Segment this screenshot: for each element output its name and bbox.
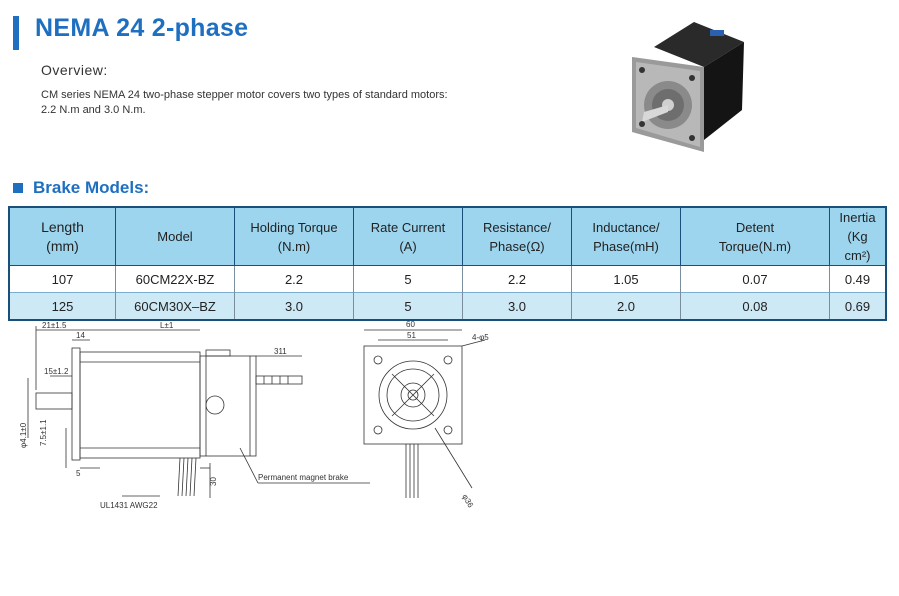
overview-line-1: CM series NEMA 24 two-phase stepper moto…: [41, 89, 448, 101]
overview-line-2: 2.2 N.m and 3.0 N.m.: [41, 104, 146, 116]
dimension-drawing: 21±1.5 14 L±1 311 15±1.2 7.5±1.1 φ4.1±0 …: [19, 320, 489, 510]
dim-boss: 5: [76, 469, 81, 478]
dim-pilot-diameter: φ36: [460, 493, 475, 510]
cell-holding-torque: 3.0: [234, 292, 354, 320]
cell-resistance: 2.2: [462, 265, 572, 293]
cell-rate-current: 5: [353, 292, 463, 320]
header-holding-torque: Holding Torque(N.m): [234, 207, 354, 266]
cable-spec-label: UL1431 AWG22: [100, 501, 158, 510]
dim-shaft-length: 15±1.2: [44, 367, 69, 376]
table-header-row: Length(mm) Model Holding Torque(N.m) Rat…: [9, 207, 886, 266]
page-title: NEMA 24 2-phase: [35, 14, 249, 42]
dim-wire-offset: 30: [209, 477, 218, 486]
overview-text: CM series NEMA 24 two-phase stepper moto…: [41, 88, 561, 118]
cell-model: 60CM30X–BZ: [115, 292, 235, 320]
header-inertia: Inertia(Kg cm²): [829, 207, 886, 266]
cell-length: 125: [9, 292, 116, 320]
cell-resistance: 3.0: [462, 292, 572, 320]
dim-body-length: L±1: [160, 321, 174, 330]
cell-inertia: 0.69: [829, 292, 886, 320]
dim-flange-offset: 21±1.5: [42, 321, 67, 330]
table-row: 125 60CM30X–BZ 3.0 5 3.0 2.0 0.08 0.69: [9, 292, 886, 320]
cell-model: 60CM22X-BZ: [115, 265, 235, 293]
motor-image: [632, 22, 744, 152]
header-length: Length(mm): [9, 207, 116, 266]
dim-frame-size: 60: [406, 320, 415, 329]
header-model: Model: [115, 207, 235, 266]
table-row: 107 60CM22X-BZ 2.2 5 2.2 1.05 0.07 0.49: [9, 265, 886, 293]
header-rate-current: Rate Current(A): [353, 207, 463, 266]
cell-length: 107: [9, 265, 116, 293]
cell-rate-current: 5: [353, 265, 463, 293]
section-title: Brake Models:: [33, 178, 150, 197]
cell-inductance: 2.0: [571, 292, 681, 320]
brake-label: Permanent magnet brake: [258, 473, 349, 482]
cell-detent-torque: 0.08: [680, 292, 830, 320]
specs-table: Length(mm) Model Holding Torque(N.m) Rat…: [8, 206, 887, 321]
cell-inertia: 0.49: [829, 265, 886, 293]
header-inductance: Inductance/Phase(mH): [571, 207, 681, 266]
cell-detent-torque: 0.07: [680, 265, 830, 293]
dim-flange-thickness: 14: [76, 331, 85, 340]
dim-hole-spacing: 51: [407, 331, 416, 340]
dim-mount-holes: 4-φ5: [472, 333, 489, 342]
dim-shaft-flat: 7.5±1.1: [39, 419, 48, 446]
overview-heading: Overview:: [41, 62, 108, 78]
dim-rear-shaft: 311: [274, 347, 287, 356]
dim-shaft-diameter: φ4.1±0: [19, 422, 28, 448]
cell-holding-torque: 2.2: [234, 265, 354, 293]
header-resistance: Resistance/Phase(Ω): [462, 207, 572, 266]
section-bullet: [13, 183, 23, 193]
title-accent-bar: [13, 16, 19, 50]
cell-inductance: 1.05: [571, 265, 681, 293]
